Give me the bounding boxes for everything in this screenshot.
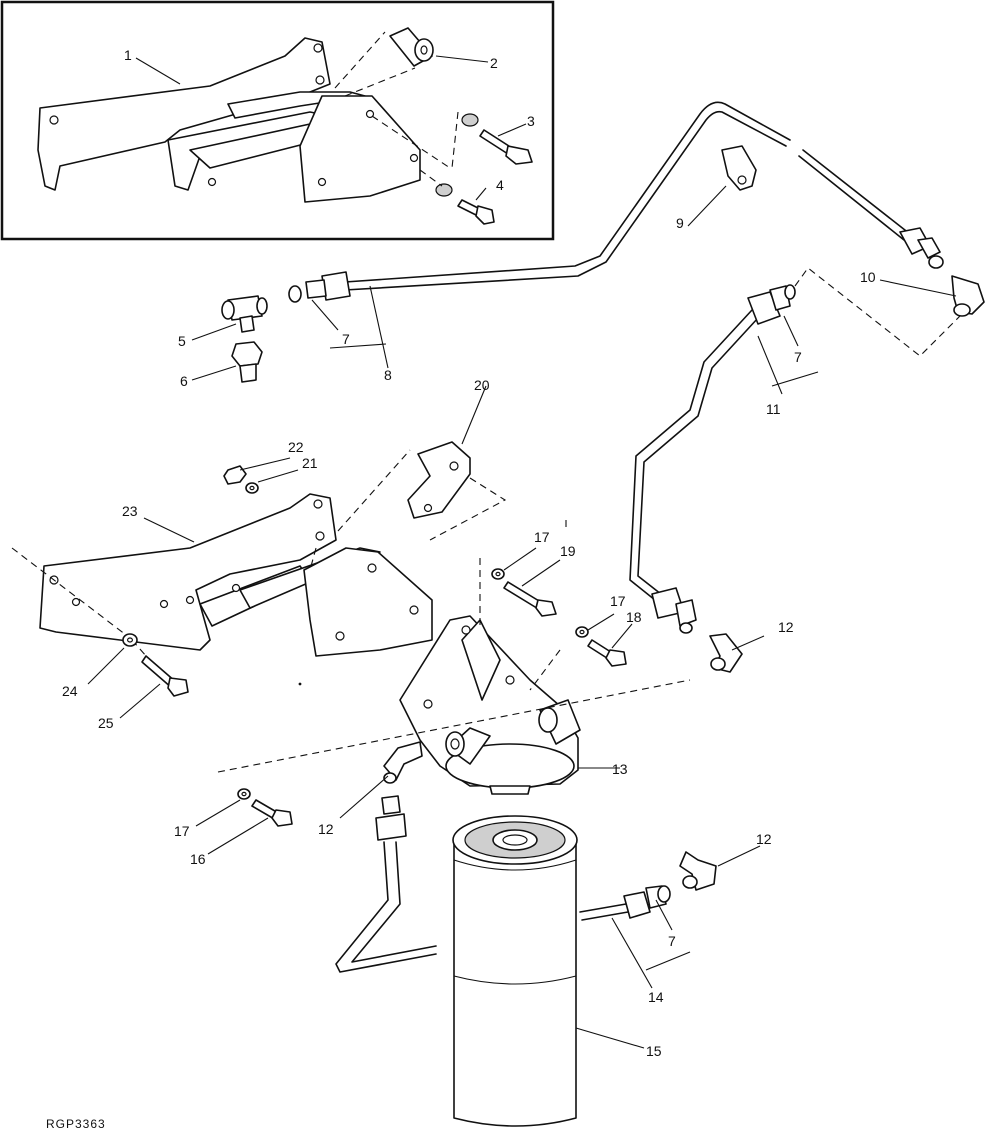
part-1-bracket [37,37,366,191]
callout-14: 14 [648,989,664,1005]
part-11-fuel-line [629,284,796,634]
callout-10: 10 [860,269,876,285]
callout-2: 2 [490,55,498,71]
part-18-bolt [587,639,627,667]
callout-3: 3 [527,113,535,129]
part-9-clip [721,145,757,191]
part-8-fuel-line [288,101,791,303]
callout-17-top: 17 [534,529,550,545]
callout-15: 15 [646,1043,662,1059]
part-13-filter-head [399,615,581,795]
callout-5: 5 [178,333,186,349]
upper-right-line [798,149,944,269]
inset-panel [0,0,555,241]
callout-18: 18 [626,609,642,625]
part-2-spacer [389,27,434,67]
part-17-washer-top [491,568,505,580]
callout-9: 9 [676,215,684,231]
part-4-bolt [435,183,495,225]
part-21-washer [245,482,259,494]
part-5-tee-fitting [221,295,268,333]
callout-4: 4 [496,177,504,193]
part-19-bolt [503,581,557,617]
callout-22: 22 [288,439,304,455]
callout-21: 21 [302,455,318,471]
figure-id: RGP3363 [46,1117,106,1131]
callout-19: 19 [560,543,576,559]
part-17-washer-mid [575,626,589,638]
part-25-bolt [141,655,189,697]
part-6-fitting [231,341,263,383]
part-12-elbow-upper [709,633,743,673]
callout-17-low: 17 [174,823,190,839]
callout-12-upper: 12 [778,619,794,635]
callout-17-mid: 17 [610,593,626,609]
part-22-nut [223,465,247,485]
callout-6: 6 [180,373,188,389]
callout-11: 11 [766,401,781,417]
part-24-washer [122,633,138,647]
callout-12-right: 12 [756,831,772,847]
callout-1: 1 [124,47,132,63]
callout-16: 16 [190,851,206,867]
callout-labels: 1 2 3 4 5 6 7 7 7 8 9 10 11 12 12 12 13 … [62,47,876,1059]
drain-line [335,795,437,973]
inset-mount-plate [299,95,421,203]
leader-lines [87,55,957,1049]
part-12-elbow-right [679,851,717,891]
callout-13: 13 [612,761,628,777]
part-17-washer-low [237,788,251,800]
callout-20: 20 [474,377,490,393]
part-12-elbow-left [383,741,423,784]
part-16-bolt [251,799,293,827]
part-10-elbow [951,275,985,317]
callout-25: 25 [98,715,114,731]
callout-7-c: 7 [668,933,676,949]
part-3-bolt [461,113,533,165]
callout-23: 23 [122,503,138,519]
callout-12-left: 12 [318,821,334,837]
part-15-filter [452,815,578,1127]
part-20-bracket [407,441,471,519]
mounting-plate [303,547,433,657]
part-14-fitting [579,885,671,921]
scan-dot [298,682,302,686]
callout-24: 24 [62,683,78,699]
callout-7-a: 7 [342,331,350,347]
callout-8: 8 [384,367,392,383]
callout-7-b: 7 [794,349,802,365]
